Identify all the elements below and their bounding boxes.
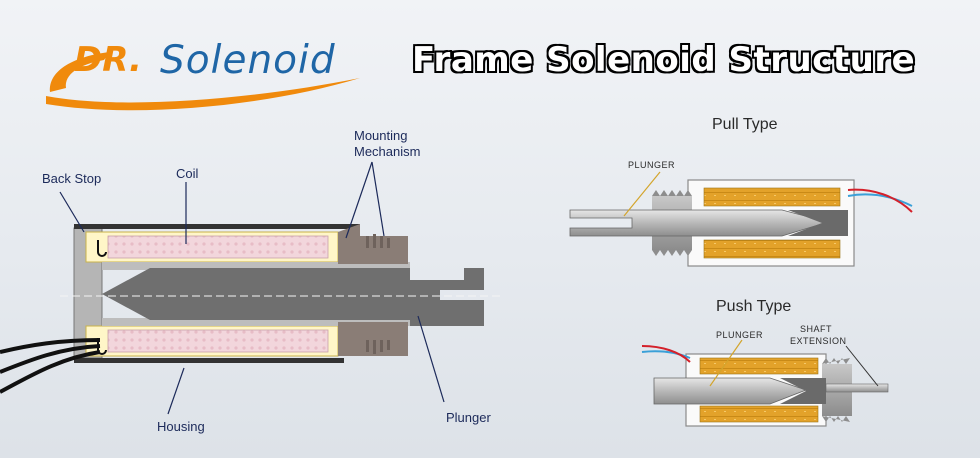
label-plunger: Plunger: [446, 410, 491, 425]
label-housing: Housing: [157, 419, 205, 434]
label-coil: Coil: [176, 166, 199, 181]
logo-swoosh: [46, 52, 360, 111]
main-solenoid-diagram: [0, 161, 500, 415]
label-mounting-line1: Mounting: [354, 128, 408, 143]
push-type-diagram: [641, 339, 889, 427]
logo-prefix: DR.: [74, 40, 142, 80]
logo-name: Solenoid: [160, 38, 336, 83]
push-shaft-label-line2: EXTENSION: [790, 336, 847, 346]
pull-plunger-label: PLUNGER: [628, 160, 676, 170]
label-back-stop: Back Stop: [42, 171, 102, 186]
push-type-title: Push Type: [716, 298, 792, 315]
push-plunger-label: PLUNGER: [716, 330, 764, 340]
pull-type-diagram: [569, 171, 913, 267]
push-shaft-label-line1: SHAFT: [800, 324, 833, 334]
pull-type-title: Pull Type: [712, 116, 778, 133]
page-title: Frame Solenoid Structure: [412, 40, 916, 80]
label-mounting-line2: Mechanism: [354, 144, 421, 159]
